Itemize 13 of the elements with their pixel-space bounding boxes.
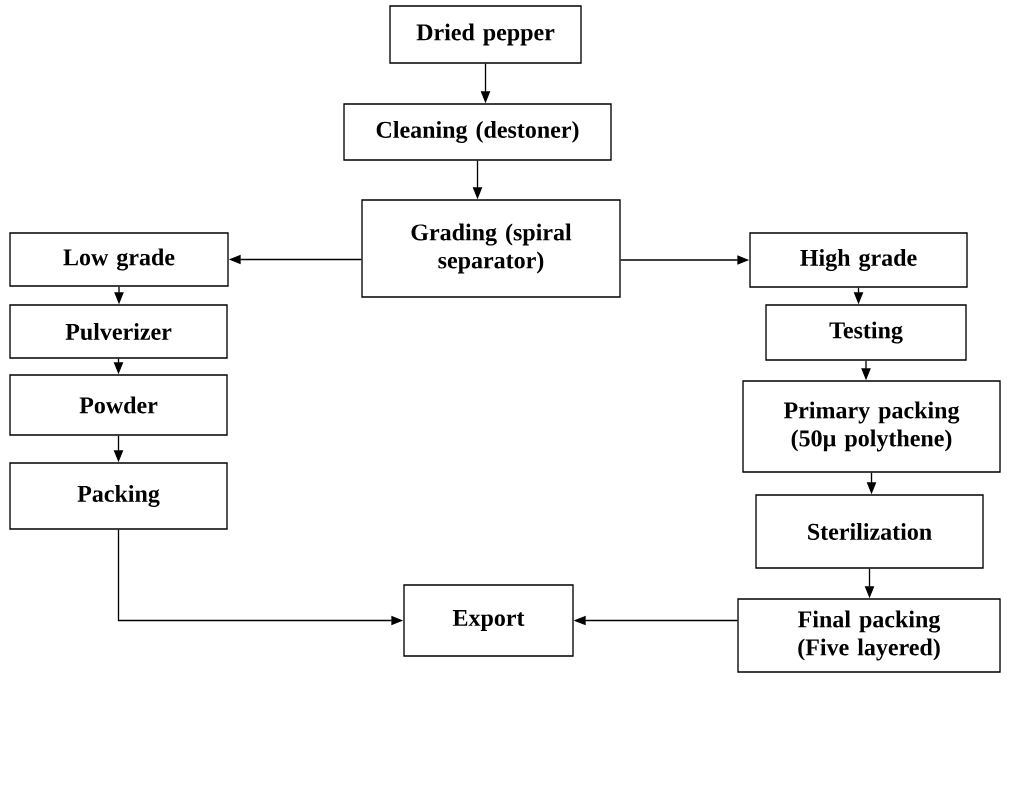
process-box: Final packing (Five layered) bbox=[737, 598, 1001, 673]
process-box: Packing bbox=[9, 462, 228, 530]
process-box: Primary packing (50µ polythene) bbox=[742, 380, 1001, 473]
process-box: Cleaning (destoner) bbox=[343, 103, 612, 161]
process-box: Export bbox=[403, 584, 574, 657]
process-box: Sterilization bbox=[755, 494, 984, 569]
process-box: Grading (spiral separator) bbox=[361, 199, 621, 298]
process-box: Dried pepper bbox=[389, 5, 582, 64]
process-box: High grade bbox=[749, 232, 968, 288]
process-box: Low grade bbox=[9, 232, 229, 287]
process-box: Testing bbox=[765, 304, 967, 361]
process-box: Powder bbox=[9, 374, 228, 436]
process-box: Pulverizer bbox=[9, 304, 228, 359]
